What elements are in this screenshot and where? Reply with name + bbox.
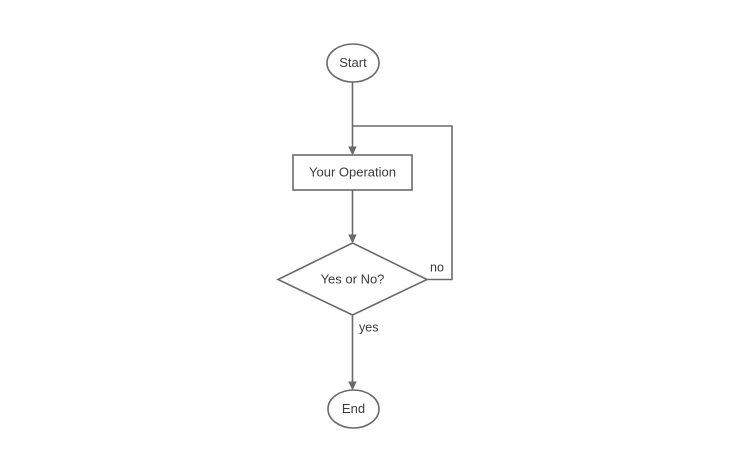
node-operation[interactable]: Your Operation xyxy=(292,154,413,191)
edge-decision-no-loop-line xyxy=(352,125,453,281)
arrowhead-into-end xyxy=(348,381,357,391)
start-label: Start xyxy=(339,55,367,70)
node-start[interactable]: Start xyxy=(326,43,380,83)
edge-label-yes: yes xyxy=(359,320,378,334)
operation-label: Your Operation xyxy=(309,164,396,179)
arrowhead-into-decision xyxy=(348,234,357,244)
end-label: End xyxy=(342,401,365,416)
edge-label-no: no xyxy=(430,260,444,274)
decision-label: Yes or No? xyxy=(321,271,385,286)
edge-start-to-operation xyxy=(348,82,357,156)
edge-decision-no-loop xyxy=(352,125,453,281)
arrowhead-into-operation xyxy=(348,146,357,156)
edge-operation-to-decision xyxy=(348,190,357,244)
end-ellipse[interactable] xyxy=(327,389,380,429)
operation-rectangle[interactable] xyxy=(292,154,413,191)
edge-decision-yes-to-end xyxy=(348,315,357,391)
start-ellipse[interactable] xyxy=(326,43,380,83)
node-decision[interactable]: Yes or No? xyxy=(276,242,429,316)
decision-diamond[interactable] xyxy=(276,242,429,316)
node-end[interactable]: End xyxy=(327,389,380,429)
